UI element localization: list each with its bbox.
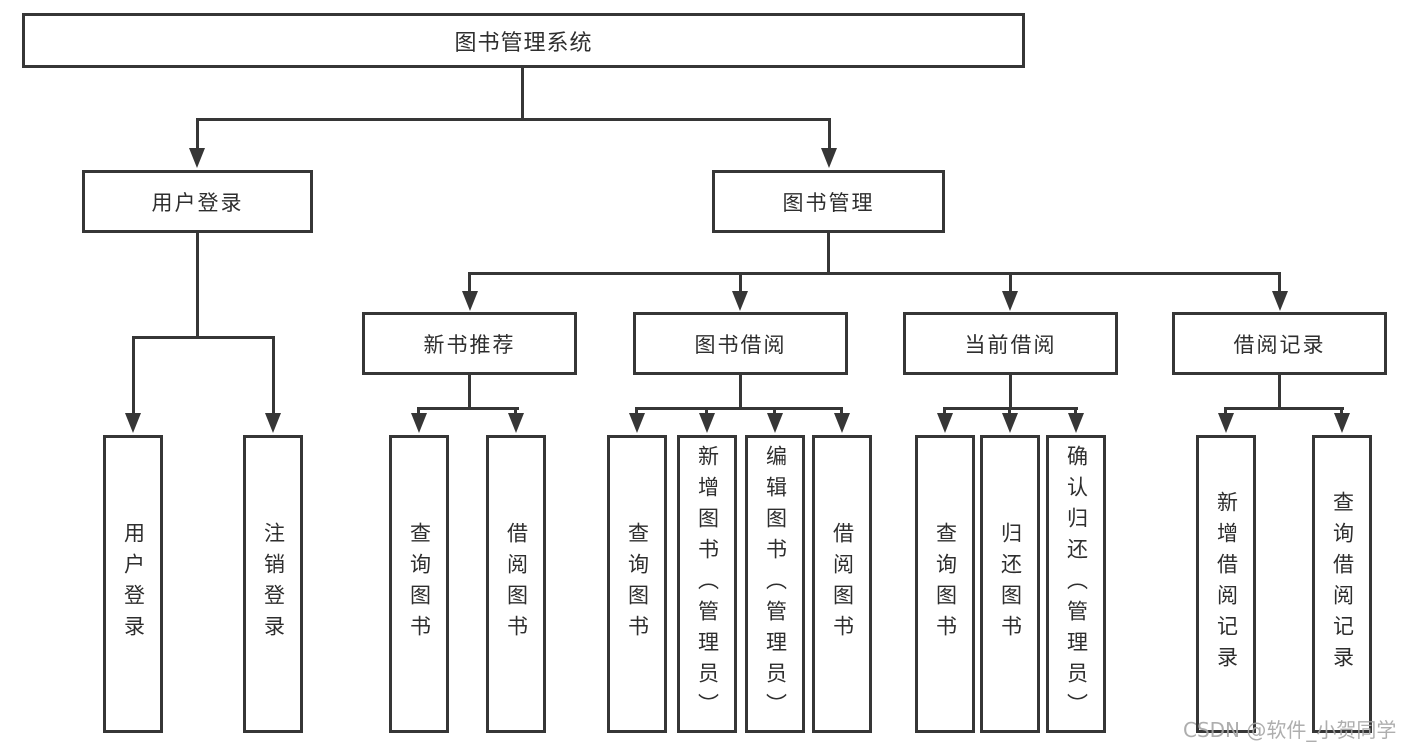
connector-new-book-stub bbox=[468, 375, 471, 409]
leaf-edit-book-admin: 编辑图书（管理员） bbox=[745, 435, 805, 733]
connector-stem bbox=[272, 336, 275, 415]
connector-stem bbox=[1224, 407, 1227, 415]
leaf-query-books-borrow: 查询图书 bbox=[607, 435, 667, 733]
connector-stem bbox=[840, 407, 843, 415]
connector-user-login-branch bbox=[132, 336, 274, 339]
arrow-down-icon bbox=[1218, 413, 1234, 433]
connector-stem bbox=[1008, 407, 1011, 415]
connector-stem bbox=[132, 336, 135, 415]
arrow-down-icon bbox=[732, 291, 748, 311]
arrow-down-icon bbox=[189, 148, 205, 168]
connector-stem bbox=[705, 407, 708, 415]
connector-stem bbox=[828, 118, 831, 148]
leaf-query-books-recommend: 查询图书 bbox=[389, 435, 449, 733]
node-current-borrowing: 当前借阅 bbox=[903, 312, 1118, 375]
arrow-down-icon bbox=[821, 148, 837, 168]
arrow-down-icon bbox=[1002, 291, 1018, 311]
arrow-down-icon bbox=[1068, 413, 1084, 433]
connector-stem bbox=[1340, 407, 1343, 415]
arrow-down-icon bbox=[1272, 291, 1288, 311]
node-library-management-system: 图书管理系统 bbox=[22, 13, 1025, 68]
connector-stem bbox=[1009, 272, 1012, 293]
connector-stem bbox=[196, 118, 199, 148]
leaf-user-login: 用户登录 bbox=[103, 435, 163, 733]
node-book-management: 图书管理 bbox=[712, 170, 945, 233]
connector-stem bbox=[739, 272, 742, 293]
connector-root-branch bbox=[196, 118, 831, 121]
connector-stem bbox=[514, 407, 517, 415]
arrow-down-icon bbox=[125, 413, 141, 433]
leaf-borrow-books-recommend: 借阅图书 bbox=[486, 435, 546, 733]
arrow-down-icon bbox=[1334, 413, 1350, 433]
connector-stem bbox=[417, 407, 420, 415]
arrow-down-icon bbox=[629, 413, 645, 433]
leaf-query-borrow-record: 查询借阅记录 bbox=[1312, 435, 1372, 733]
connector-stem bbox=[468, 272, 471, 293]
connector-borrow-records-stub bbox=[1278, 375, 1281, 409]
leaf-confirm-return-admin: 确认归还（管理员） bbox=[1046, 435, 1106, 733]
arrow-down-icon bbox=[937, 413, 953, 433]
connector-current-borrow-stub bbox=[1009, 375, 1012, 409]
connector-borrow-records-branch bbox=[1224, 407, 1344, 410]
connector-book-management-stub bbox=[827, 233, 830, 274]
connector-stem bbox=[1278, 272, 1281, 293]
leaf-logout: 注销登录 bbox=[243, 435, 303, 733]
connector-book-borrow-branch bbox=[635, 407, 843, 410]
connector-new-book-branch bbox=[417, 407, 519, 410]
arrow-down-icon bbox=[411, 413, 427, 433]
arrow-down-icon bbox=[265, 413, 281, 433]
connector-stem bbox=[943, 407, 946, 415]
leaf-borrow-books: 借阅图书 bbox=[812, 435, 872, 733]
arrow-down-icon bbox=[834, 413, 850, 433]
arrow-down-icon bbox=[1002, 413, 1018, 433]
connector-stem bbox=[635, 407, 638, 415]
leaf-add-book-admin: 新增图书（管理员） bbox=[677, 435, 737, 733]
leaf-add-borrow-record: 新增借阅记录 bbox=[1196, 435, 1256, 733]
connector-book-management-branch bbox=[468, 272, 1281, 275]
watermark: CSDN @软件_小贺同学 bbox=[1183, 718, 1397, 742]
connector-stem bbox=[773, 407, 776, 415]
node-book-borrowing: 图书借阅 bbox=[633, 312, 848, 375]
node-new-book-recommendation: 新书推荐 bbox=[362, 312, 577, 375]
leaf-return-books: 归还图书 bbox=[980, 435, 1040, 733]
arrow-down-icon bbox=[699, 413, 715, 433]
node-user-login: 用户登录 bbox=[82, 170, 313, 233]
leaf-query-books-current: 查询图书 bbox=[915, 435, 975, 733]
node-borrowing-records: 借阅记录 bbox=[1172, 312, 1387, 375]
arrow-down-icon bbox=[462, 291, 478, 311]
connector-stem bbox=[1074, 407, 1077, 415]
connector-user-login-stub bbox=[196, 233, 199, 336]
connector-book-borrow-stub bbox=[739, 375, 742, 409]
arrow-down-icon bbox=[767, 413, 783, 433]
connector-root-stub bbox=[521, 68, 524, 121]
arrow-down-icon bbox=[508, 413, 524, 433]
